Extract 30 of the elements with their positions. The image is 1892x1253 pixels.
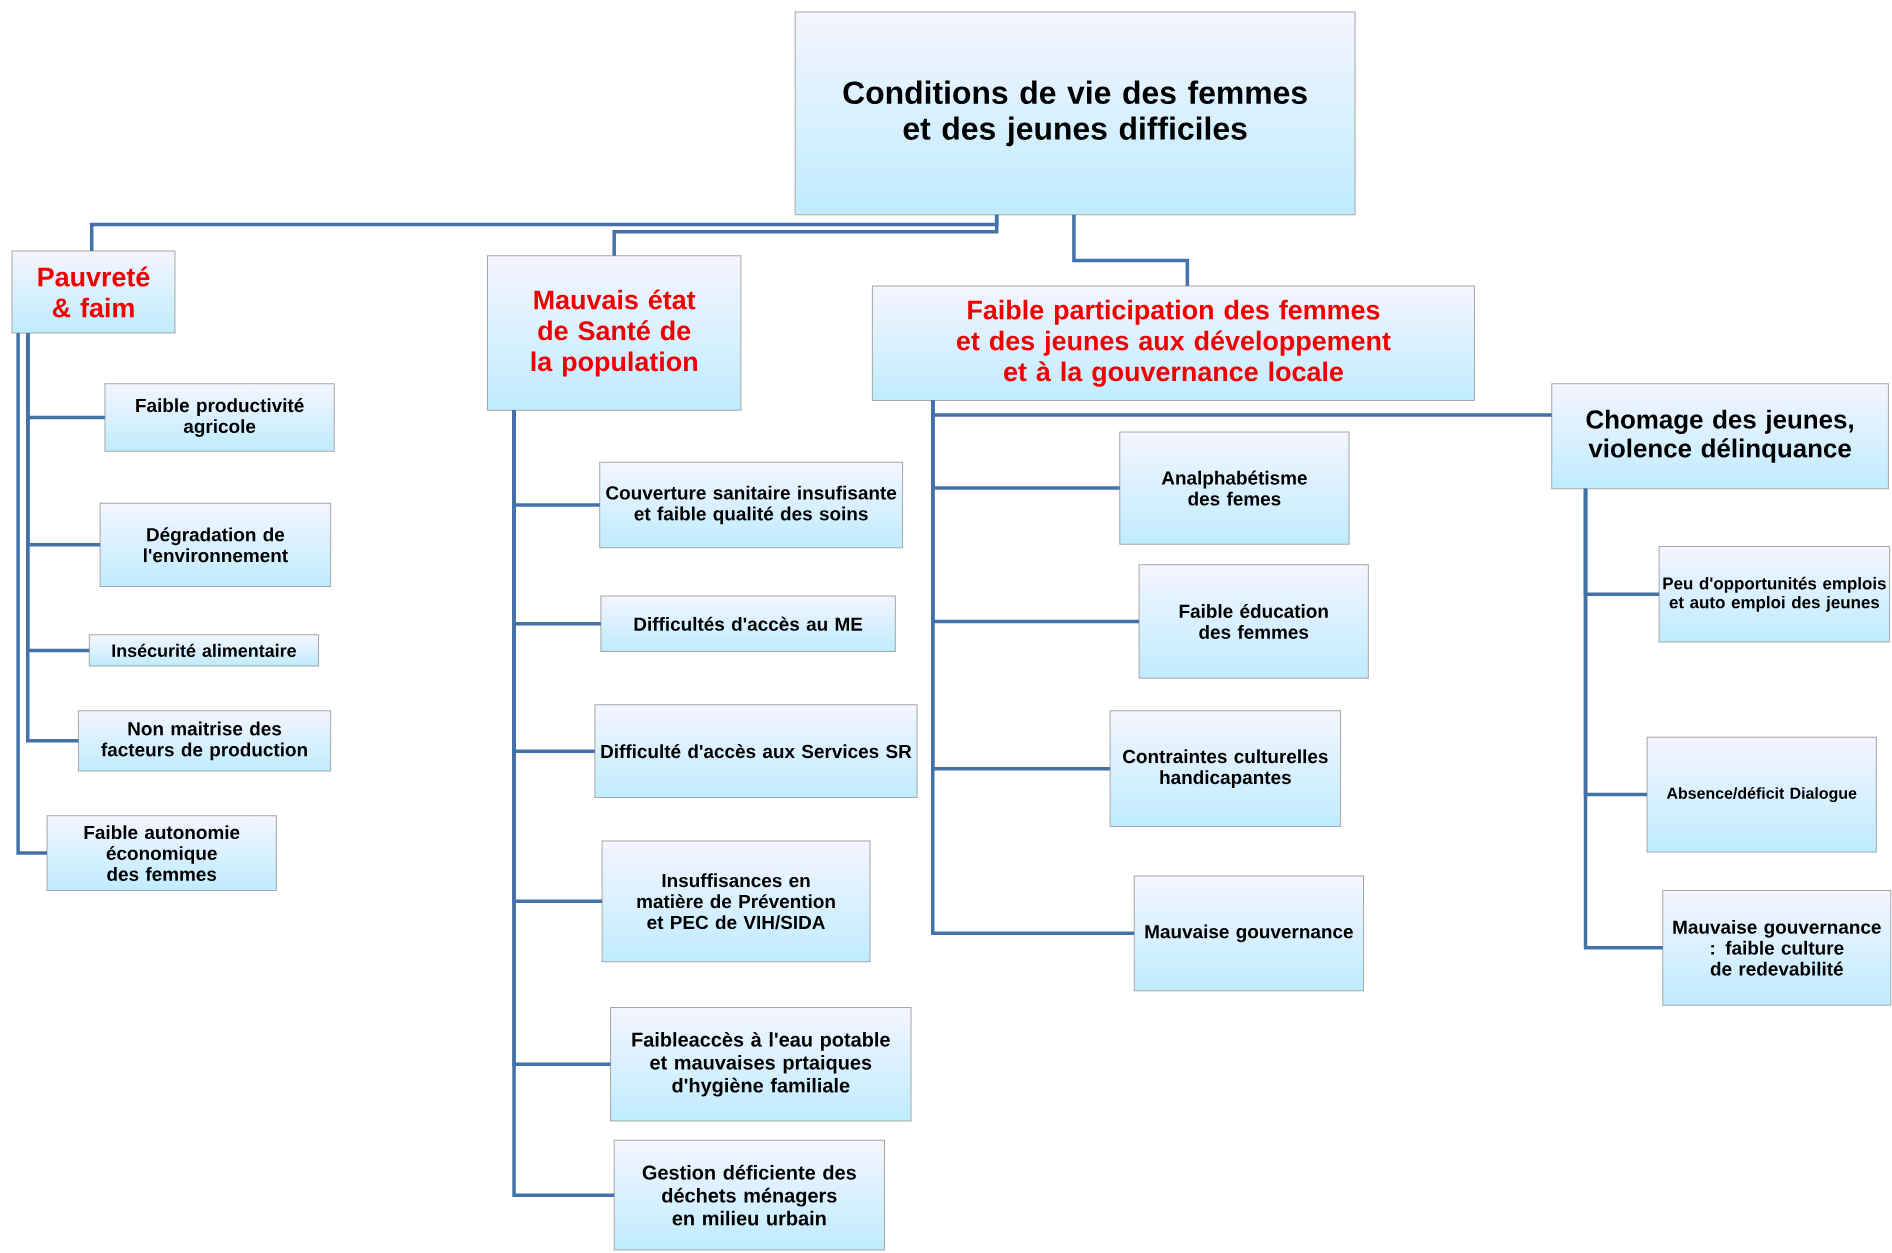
sub-cause-box: Difficulté d'accès aux Services SR xyxy=(594,704,918,799)
sub-cause-box: Couverture sanitaire insufisante et faible qualité des soins xyxy=(599,461,904,549)
sub-cause-box: Non maitrise des facteurs de production xyxy=(77,710,332,772)
connector-line xyxy=(16,333,48,855)
connector-line xyxy=(512,410,615,1197)
sub-cause-box: Mauvaise gouvernance : faible culture de redevabilité xyxy=(1662,890,1892,1006)
problem-box: Conditions de vie des femmes et des jeunes difficiles xyxy=(794,11,1356,216)
sub-cause-box: Gestion déficiente des déchets ménagers en milieu urbain xyxy=(613,1139,885,1251)
sub-cause-box: Faible autonomie économique des femmes xyxy=(46,815,277,891)
sub-cause-box: Insuffisances en matière de Prévention et PEC de VIH/SIDA xyxy=(601,840,871,963)
sub-cause-box: Peu d'opportunités emplois et auto emploi des jeunes xyxy=(1658,546,1891,643)
connector-line xyxy=(931,400,1552,417)
sub-cause-box: Contraintes culturelles handicapantes xyxy=(1109,710,1342,828)
cause-box: Chomage des jeunes, violence délinquance xyxy=(1551,383,1889,490)
sub-cause-box: Difficultés d'accès au ME xyxy=(600,595,896,653)
connector-line xyxy=(26,333,79,743)
cause-box: Faible participation des femmes et des jeunes aux développement et à la gouvernance locale xyxy=(871,285,1476,402)
sub-cause-box: Absence/déficit Dialogue xyxy=(1646,736,1877,853)
sub-cause-box: Faible éducation des femmes xyxy=(1138,564,1369,679)
sub-cause-box: Faible productivité agricole xyxy=(104,383,335,452)
connector-line xyxy=(612,214,999,256)
connector-line xyxy=(1072,214,1190,286)
cause-box: Pauvreté & faim xyxy=(11,250,176,334)
sub-cause-box: Mauvaise gouvernance xyxy=(1133,875,1364,992)
cause-box: Mauvais état de Santé de la population xyxy=(487,255,742,411)
sub-cause-box: Faibleaccès à l'eau potable et mauvaises prtaiques d'hygiène familiale xyxy=(610,1007,912,1122)
sub-cause-box: Analphabétisme des femes xyxy=(1119,431,1350,545)
sub-cause-box: Dégradation de l'environnement xyxy=(99,502,332,587)
connector-line xyxy=(1583,488,1663,950)
sub-cause-box: Insécurité alimentaire xyxy=(88,634,320,667)
